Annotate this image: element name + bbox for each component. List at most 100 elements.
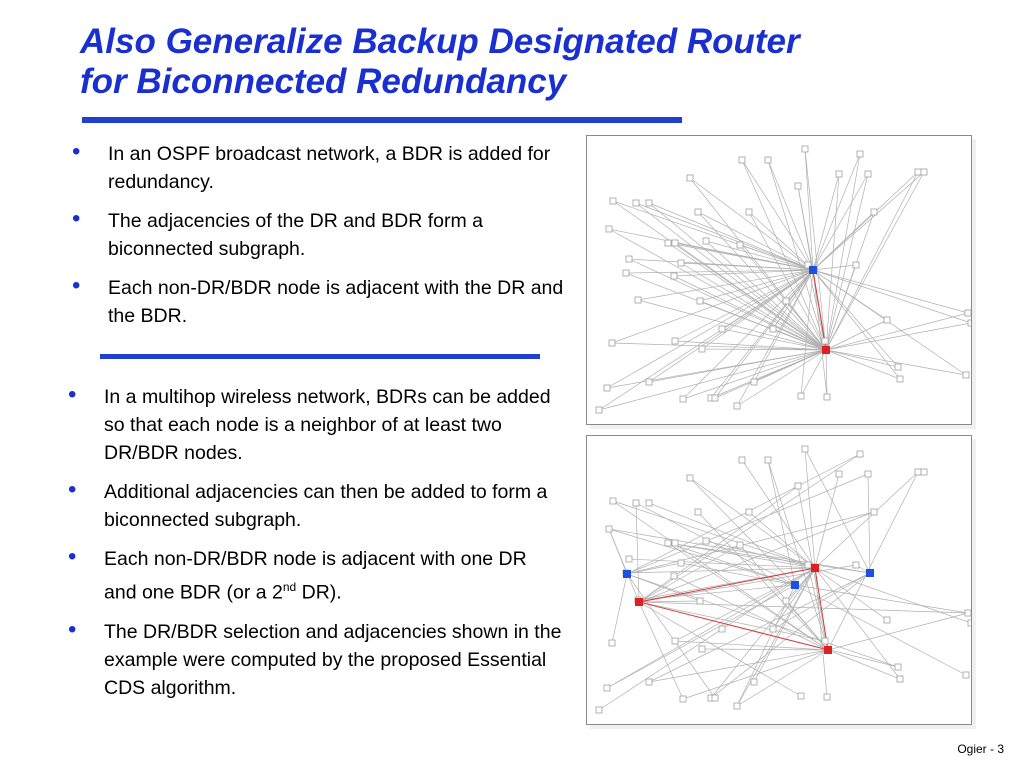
network-node	[736, 241, 744, 249]
network-edge	[626, 573, 716, 699]
bdr-node	[623, 570, 631, 578]
network-edge	[825, 349, 899, 368]
network-edge	[667, 542, 829, 651]
network-node	[679, 695, 687, 703]
bullet-dot-icon: •	[68, 476, 77, 503]
network-node	[964, 309, 971, 317]
network-edge	[825, 264, 857, 351]
network-node	[883, 616, 891, 624]
network-node	[894, 363, 902, 371]
network-edge	[667, 242, 827, 351]
network-edge	[628, 258, 827, 351]
network-node	[625, 255, 633, 263]
network-edge	[736, 584, 796, 707]
network-edge	[814, 567, 901, 680]
network-edge	[748, 511, 816, 569]
network-edge	[825, 171, 925, 351]
network-node	[797, 392, 805, 400]
network-edge	[626, 573, 899, 668]
network-edge	[741, 459, 816, 569]
network-node	[645, 199, 653, 207]
dr-adjacency-edge	[814, 567, 829, 651]
network-node	[603, 384, 611, 392]
network-edge	[625, 567, 816, 574]
network-node	[801, 445, 809, 453]
network-edge	[699, 269, 814, 302]
network-edge	[714, 349, 827, 399]
network-node	[632, 199, 640, 207]
network-edge	[748, 211, 827, 351]
network-node	[852, 261, 860, 269]
network-edge	[772, 572, 871, 630]
network-node	[782, 597, 790, 605]
network-node	[750, 678, 758, 686]
network-edge	[638, 601, 684, 700]
slide-title-line1: Also Generalize Backup Designated Router	[80, 22, 800, 61]
network-edge	[689, 477, 816, 569]
edge-group	[598, 148, 971, 411]
network-node	[622, 269, 630, 277]
network-edge	[674, 640, 829, 651]
title-underline	[82, 117, 682, 123]
network-edge	[598, 349, 827, 411]
network-node	[738, 456, 746, 464]
network-edge	[741, 159, 814, 271]
network-edge	[667, 542, 816, 569]
network-node	[677, 559, 685, 567]
network-edge	[626, 453, 861, 575]
network-node	[769, 625, 777, 633]
network-edge	[827, 612, 969, 651]
network-node	[920, 468, 928, 476]
network-node	[718, 625, 726, 633]
network-node	[696, 297, 704, 305]
edge-group	[598, 448, 971, 711]
network-edge	[804, 448, 871, 574]
network-node	[696, 597, 704, 605]
network-node	[797, 692, 805, 700]
network-node	[745, 508, 753, 516]
network-edge	[827, 649, 901, 680]
network-edge	[673, 575, 829, 651]
network-edge	[611, 573, 628, 644]
network-edge	[812, 269, 899, 368]
network-edge	[635, 502, 640, 603]
network-node	[679, 395, 687, 403]
network-edge	[825, 173, 840, 351]
node-group	[595, 445, 971, 714]
ospf-network-svg	[595, 145, 971, 414]
network-edge	[638, 601, 826, 642]
bullet-item: •Additional adjacencies can then be adde…	[68, 476, 548, 532]
network-edge	[648, 349, 827, 383]
network-edge	[648, 269, 814, 383]
network-node	[801, 145, 809, 153]
network-node	[823, 693, 831, 701]
network-edge	[814, 473, 840, 569]
ospf-network-diagram	[586, 135, 972, 425]
network-edge	[710, 567, 816, 699]
network-node	[625, 555, 633, 563]
network-edge	[812, 264, 857, 271]
network-node	[750, 378, 758, 386]
network-edge	[812, 269, 969, 314]
network-edge	[710, 269, 814, 399]
network-node	[870, 208, 878, 216]
network-edge	[689, 177, 814, 271]
network-edge	[680, 262, 814, 271]
bdr-node	[866, 569, 874, 577]
network-edge	[794, 584, 967, 676]
network-edge	[804, 148, 827, 351]
bullet-dot-icon: •	[72, 138, 81, 165]
network-edge	[638, 600, 701, 603]
network-node	[896, 375, 904, 383]
network-node	[698, 345, 706, 353]
network-edge	[674, 567, 816, 642]
network-node	[764, 156, 772, 164]
network-node	[804, 261, 812, 269]
network-edge	[626, 562, 682, 575]
network-edge	[648, 649, 829, 683]
network-node	[632, 499, 640, 507]
network-edge	[736, 269, 814, 407]
network-node	[823, 393, 831, 401]
network-edge	[794, 584, 969, 614]
network-edge	[689, 177, 827, 351]
